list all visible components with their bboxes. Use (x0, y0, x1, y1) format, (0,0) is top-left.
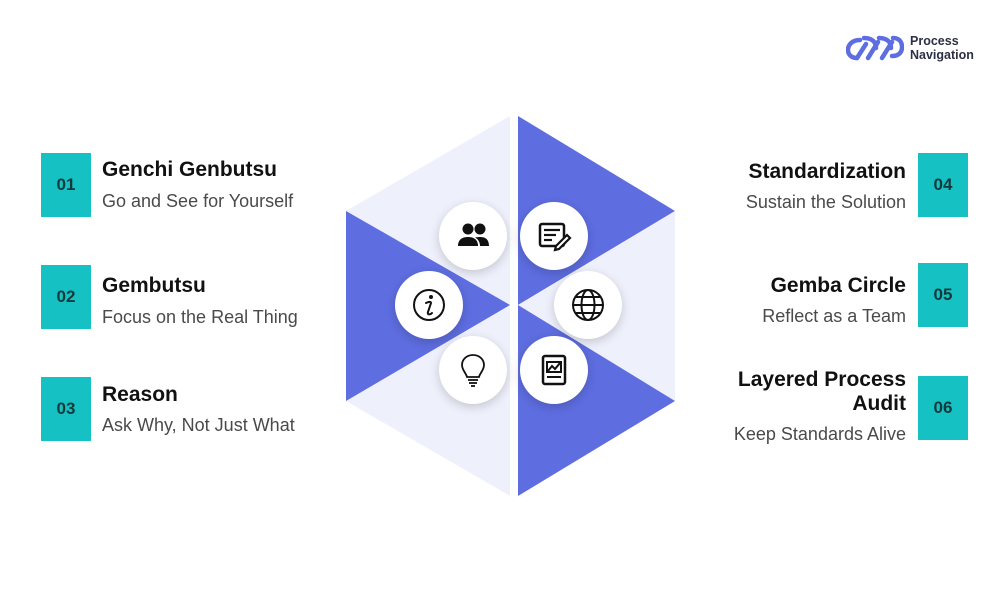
item-title-01: Genchi Genbutsu (102, 158, 278, 181)
item-number-05: 05 (918, 263, 968, 327)
item-number-04: 04 (918, 153, 968, 217)
item-subtitle-04: Sustain the Solution (745, 192, 906, 212)
lightbulb-icon-circle (439, 336, 507, 404)
team-icon (458, 223, 489, 246)
document-edit-icon (538, 222, 572, 252)
item-title-06-line1: Layered Process (737, 368, 906, 391)
item-subtitle-06: Keep Standards Alive (733, 424, 906, 444)
item-title-03: Reason (102, 383, 178, 406)
item-subtitle-02: Focus on the Real Thing (102, 307, 298, 327)
item-title-02: Gembutsu (102, 274, 206, 297)
item-number-02: 02 (41, 265, 91, 329)
brand-line2: Navigation (910, 48, 974, 62)
item-number-06: 06 (918, 376, 968, 440)
brand-line1: Process (910, 34, 959, 48)
globe-icon-circle (554, 271, 622, 339)
info-icon-circle (395, 271, 463, 339)
report-chart-icon-circle (520, 336, 588, 404)
lightbulb-icon (461, 354, 485, 387)
globe-icon (572, 289, 604, 321)
brand-name: Process Navigation (910, 34, 974, 62)
item-number-03: 03 (41, 377, 91, 441)
item-subtitle-01: Go and See for Yourself (102, 191, 294, 211)
item-subtitle-05: Reflect as a Team (762, 306, 906, 326)
item-number-01: 01 (41, 153, 91, 217)
chain-logo-icon (846, 35, 904, 61)
report-chart-icon (541, 354, 567, 386)
brand-logo: Process Navigation (846, 31, 996, 65)
item-subtitle-03: Ask Why, Not Just What (102, 415, 295, 435)
item-title-05: Gemba Circle (770, 274, 906, 297)
info-icon (413, 289, 445, 321)
document-edit-icon-circle (520, 202, 588, 270)
item-title-04: Standardization (748, 160, 906, 183)
item-title-06-line2: Audit (852, 392, 906, 415)
team-icon-circle (439, 202, 507, 270)
